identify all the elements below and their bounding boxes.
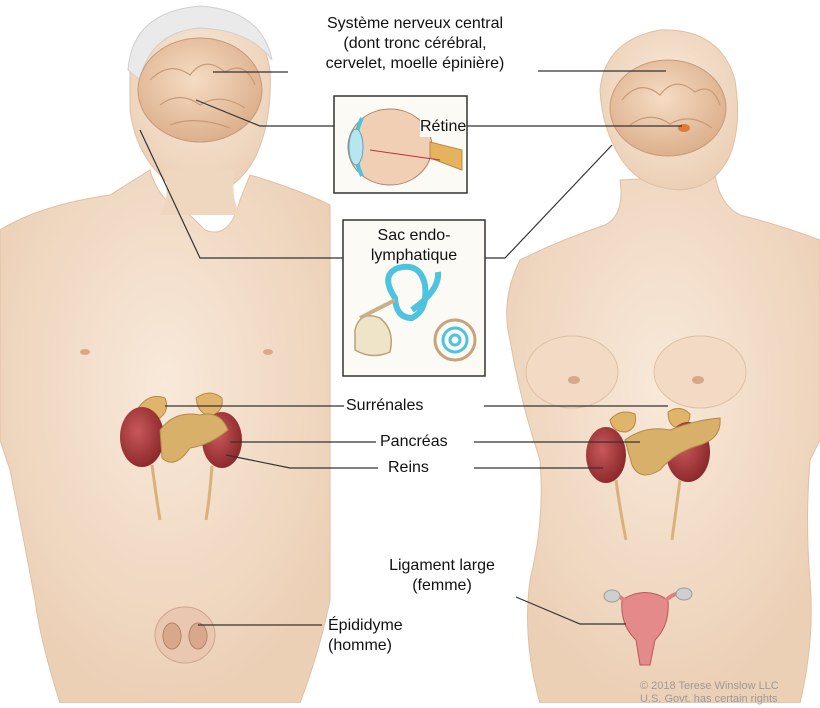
label-adrenals: Surrénales [346,396,423,416]
label-kidneys: Reins [388,458,429,478]
male-brain [138,38,262,142]
label-endolymphatic-line2: lymphatique [346,246,482,266]
label-cns-line2: (dont tronc cérébral, [290,34,540,54]
female-figure [507,30,820,703]
label-endolymphatic-sac: Sac endo- lymphatique [346,226,482,266]
male-nipple-left [80,349,90,355]
label-broad-ligament-line2: (femme) [372,576,512,596]
label-pancreas: Pancréas [380,432,448,452]
female-ovary-right [676,588,692,600]
label-cns-line3: cervelet, moelle épinière) [290,54,540,74]
label-endolymphatic-line1: Sac endo- [346,226,482,246]
male-testis-left [163,623,181,649]
label-broad-ligament: Ligament large (femme) [372,556,512,596]
female-nipple-right [692,376,704,384]
male-neck [160,170,240,215]
label-cns: Système nerveux central (dont tronc céré… [290,14,540,74]
female-ovary-left [604,590,620,602]
female-eye-marker [678,124,690,132]
label-epididymis: Épididyme (homme) [328,616,403,656]
label-broad-ligament-line1: Ligament large [372,556,512,576]
male-testis-right [189,623,207,649]
label-epididymis-line2: (homme) [328,636,403,656]
female-breast-left [526,336,618,408]
label-retina: Rétine [420,117,466,137]
copyright-credit: © 2018 Terese Winslow LLC U.S. Govt. has… [640,680,818,706]
label-epididymis-line1: Épididyme [328,616,403,636]
female-kidney-left [586,427,626,483]
male-figure [0,6,330,703]
female-breast-right [654,336,746,408]
male-nipple-right [263,349,273,355]
male-kidney-left [120,407,164,467]
female-brain [610,60,726,156]
credit-line1: © 2018 Terese Winslow LLC [640,680,818,693]
female-nipple-left [568,376,580,384]
credit-line2: U.S. Govt. has certain rights [640,693,818,706]
label-cns-line1: Système nerveux central [290,14,540,34]
